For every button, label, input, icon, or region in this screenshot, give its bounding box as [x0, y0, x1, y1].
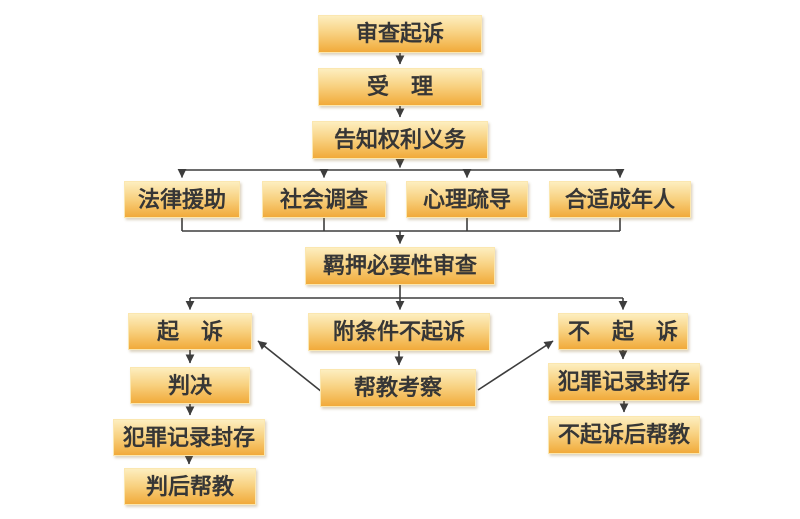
node-post-judgment-assistance: 判后帮教	[124, 468, 256, 505]
node-appropriate-adult: 合适成年人	[549, 181, 691, 218]
arrow-assistance-inspection-to-non-prosecution	[477, 340, 554, 391]
node-judgment: 判决	[130, 367, 250, 404]
node-prosecution: 起 诉	[128, 313, 252, 350]
arrow-assistance-inspection-to-prosecution	[257, 340, 323, 393]
node-assistance-inspection: 帮教考察	[320, 369, 476, 407]
merge-four-measures-to-detention-review	[181, 218, 621, 244]
node-inform-rights-obligations: 告知权利义务	[312, 121, 488, 159]
node-detention-necessity-review: 羁押必要性审查	[305, 247, 495, 285]
node-non-prosecution: 不 起 诉	[558, 313, 688, 350]
node-acceptance: 受 理	[318, 68, 482, 106]
node-record-sealing-left: 犯罪记录封存	[113, 419, 265, 456]
node-conditional-non-prosecution: 附条件不起诉	[308, 313, 490, 351]
node-post-non-prosecution-assistance: 不起诉后帮教	[548, 416, 700, 454]
node-legal-aid: 法律援助	[124, 181, 240, 218]
node-social-investigation: 社会调查	[262, 181, 386, 218]
node-record-sealing-right: 犯罪记录封存	[548, 363, 700, 401]
split-detention-review-to-three-outcomes	[185, 285, 628, 310]
node-review-prosecution: 审查起诉	[318, 15, 482, 53]
node-psychological-counseling: 心理疏导	[406, 181, 528, 218]
split-inform-to-four-measures	[177, 159, 625, 178]
